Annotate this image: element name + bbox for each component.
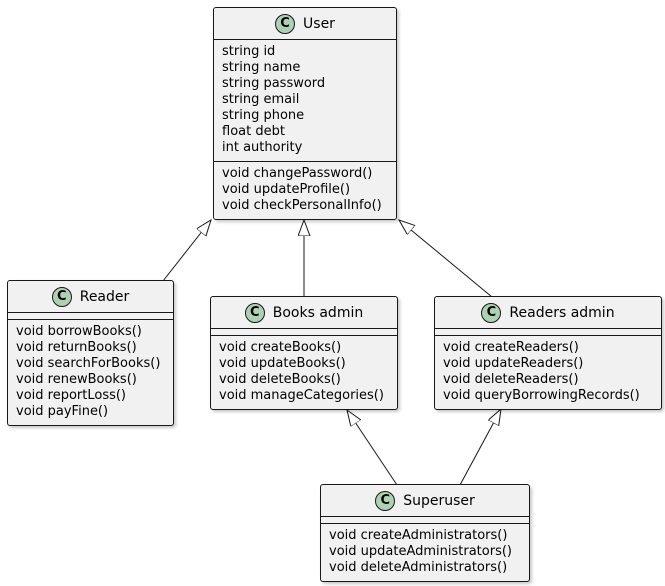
inheritance-arrow-readersadmin-to-user — [399, 220, 493, 298]
class-icon: C — [275, 13, 296, 34]
attributes-section: string id string name string password st… — [214, 39, 396, 161]
attribute: int authority — [222, 140, 303, 155]
method: void deleteBooks() — [219, 372, 341, 387]
class-header-reader: C Reader — [8, 281, 173, 312]
method: void createAdministrators() — [329, 528, 508, 543]
class-header-readers-admin: C Readers admin — [435, 297, 661, 328]
class-name: Books admin — [272, 304, 364, 321]
attribute: string email — [222, 92, 300, 107]
class-name: Readers admin — [509, 304, 615, 321]
attribute: float debt — [222, 124, 285, 139]
method: void updateProfile() — [222, 182, 351, 197]
attributes-section — [321, 516, 529, 523]
class-header-superuser: C Superuser — [321, 485, 529, 516]
attribute: string id — [222, 44, 276, 59]
class-box-books-admin[interactable]: C Books admin void createBooks() void up… — [210, 296, 398, 410]
class-box-superuser[interactable]: C Superuser void createAdministrators() … — [320, 484, 530, 582]
method: void createBooks() — [219, 340, 342, 355]
class-box-readers-admin[interactable]: C Readers admin void createReaders() voi… — [434, 296, 662, 410]
class-header-user: C User — [214, 8, 396, 39]
methods-section: void createReaders() void updateReaders(… — [435, 335, 661, 409]
method: void deleteReaders() — [443, 372, 579, 387]
class-name: User — [303, 15, 335, 32]
class-name: Superuser — [403, 492, 475, 509]
method: void updateReaders() — [443, 356, 584, 371]
attributes-section — [211, 328, 397, 335]
attributes-section — [8, 312, 173, 319]
method: void returnBooks() — [16, 340, 137, 355]
method: void manageCategories() — [219, 388, 384, 403]
attribute: string phone — [222, 108, 305, 123]
method: void reportLoss() — [16, 388, 127, 403]
method: void deleteAdministrators() — [329, 560, 508, 575]
attribute: string name — [222, 60, 301, 75]
method: void changePassword() — [222, 166, 373, 181]
class-icon: C — [244, 302, 265, 323]
method: void createReaders() — [443, 340, 579, 355]
methods-section: void createBooks() void updateBooks() vo… — [211, 335, 397, 409]
inheritance-arrow-superuser-to-booksadmin — [347, 410, 398, 486]
inheritance-arrow-superuser-to-readersadmin — [459, 409, 501, 486]
class-name: Reader — [79, 288, 130, 305]
class-icon: C — [375, 490, 396, 511]
class-box-reader[interactable]: C Reader void borrowBooks() void returnB… — [7, 280, 174, 426]
method: void payFine() — [16, 404, 109, 419]
method: void queryBorrowingRecords() — [443, 388, 640, 403]
attribute: string password — [222, 76, 326, 91]
class-icon: C — [51, 286, 72, 307]
inheritance-arrow-reader-to-user — [162, 220, 211, 282]
class-box-user[interactable]: C User string id string name string pass… — [213, 7, 397, 220]
class-header-books-admin: C Books admin — [211, 297, 397, 328]
class-icon: C — [481, 302, 502, 323]
method: void checkPersonalInfo() — [222, 198, 382, 213]
method: void updateAdministrators() — [329, 544, 512, 559]
attributes-section — [435, 328, 661, 335]
method: void renewBooks() — [16, 372, 137, 387]
method: void borrowBooks() — [16, 324, 142, 339]
method: void searchForBooks() — [16, 356, 161, 371]
methods-section: void createAdministrators() void updateA… — [321, 523, 529, 581]
methods-section: void borrowBooks() void returnBooks() vo… — [8, 319, 173, 425]
method: void updateBooks() — [219, 356, 346, 371]
methods-section: void changePassword() void updateProfile… — [214, 161, 396, 219]
